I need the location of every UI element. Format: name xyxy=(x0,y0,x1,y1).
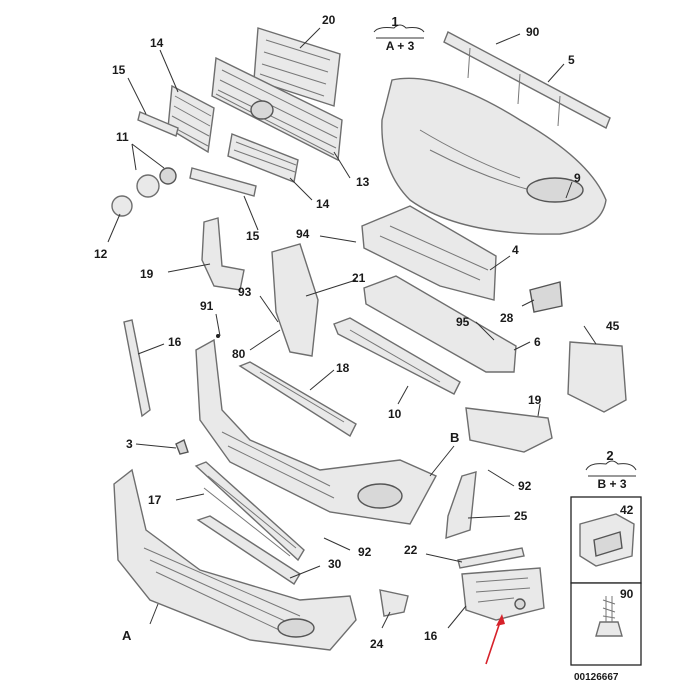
callout-4: 4 xyxy=(512,243,519,257)
callout-2: 2 xyxy=(606,448,613,463)
callout-B: B xyxy=(450,430,459,445)
part-45-shield xyxy=(567,341,627,413)
callout-12: 12 xyxy=(94,247,108,261)
part-14-lower-grille xyxy=(227,133,299,183)
callout-2-group: B + 3 xyxy=(597,477,626,491)
callout-45: 45 xyxy=(606,319,620,333)
group-bracket-2 xyxy=(585,460,637,471)
callout-5: 5 xyxy=(568,53,575,67)
part-15-strip-lower xyxy=(189,167,257,197)
callout-28: 28 xyxy=(500,311,514,325)
callout-90-box: 90 xyxy=(620,587,634,601)
callout-92-right: 92 xyxy=(518,479,532,493)
callout-80: 80 xyxy=(232,347,246,361)
callout-1-group: A + 3 xyxy=(386,39,415,53)
part-11-emblem xyxy=(136,167,177,198)
callout-16-right: 16 xyxy=(424,629,438,643)
part-6-reinforcement xyxy=(363,275,517,373)
group-bracket-1 xyxy=(373,24,425,33)
part-21-side-bracket xyxy=(271,243,319,357)
callout-15-mid: 15 xyxy=(246,229,260,243)
part-19-right-bracket xyxy=(465,407,553,453)
part-19-left-bracket xyxy=(201,217,245,291)
callout-10: 10 xyxy=(388,407,402,421)
highlight-arrow xyxy=(485,614,505,665)
callout-14-top: 14 xyxy=(150,36,164,50)
reference-code: 00126667 xyxy=(574,672,619,683)
part-16-fog-bezel xyxy=(461,567,545,621)
callout-11: 11 xyxy=(116,130,129,144)
callout-19-right: 19 xyxy=(528,393,542,407)
part-5-upper-beam xyxy=(443,31,611,129)
callout-19-left: 19 xyxy=(140,267,154,281)
callout-16-left: 16 xyxy=(168,335,182,349)
callout-30: 30 xyxy=(328,557,342,571)
callout-13: 13 xyxy=(356,175,370,189)
legend-box-42 xyxy=(570,496,642,584)
callout-A: A xyxy=(122,628,132,643)
callout-24: 24 xyxy=(370,637,384,651)
callout-94: 94 xyxy=(296,227,310,241)
part-13-main-grille xyxy=(211,56,343,162)
part-91-clip xyxy=(216,334,220,338)
callout-42: 42 xyxy=(620,503,634,517)
part-16-left-trim xyxy=(123,319,151,418)
callout-20: 20 xyxy=(322,13,336,27)
part-12-bracket xyxy=(111,195,133,217)
part-4-absorber xyxy=(361,205,497,301)
part-24-cover xyxy=(379,589,409,617)
part-B-bumper-cover xyxy=(195,338,437,525)
part-9-upper-bumper xyxy=(381,77,607,235)
part-A-lower-bumper xyxy=(113,468,357,651)
part-18-center-grille xyxy=(238,361,357,438)
part-25-bracket xyxy=(445,471,477,540)
part-22-strip xyxy=(457,547,525,569)
callout-93: 93 xyxy=(238,285,252,299)
callout-25: 25 xyxy=(514,509,528,523)
callout-9: 9 xyxy=(574,171,581,185)
callout-21: 21 xyxy=(352,271,366,285)
leader-lines xyxy=(107,27,597,629)
callout-91: 91 xyxy=(200,299,214,313)
callout-3: 3 xyxy=(126,437,133,451)
callout-90-top: 90 xyxy=(526,25,540,39)
callout-1: 1 xyxy=(391,14,398,29)
callout-22: 22 xyxy=(404,543,418,557)
callout-15-top: 15 xyxy=(112,63,126,77)
callout-95: 95 xyxy=(456,315,470,329)
callout-6: 6 xyxy=(534,335,541,349)
part-14-grille-left xyxy=(167,84,215,154)
callout-labels: 1 A + 3 2 B + 3 3 4 5 6 9 10 11 12 13 14… xyxy=(94,13,634,683)
part-28-clip xyxy=(529,281,563,313)
part-17-lower-grille xyxy=(194,461,305,562)
legend-box-90 xyxy=(570,582,642,666)
callout-17: 17 xyxy=(148,493,162,507)
callout-14-mid: 14 xyxy=(316,197,330,211)
callout-18: 18 xyxy=(336,361,350,375)
part-3-clip xyxy=(175,439,189,455)
callout-92-bottom: 92 xyxy=(358,545,372,559)
part-10-energy-absorber xyxy=(333,317,461,395)
part-15-strip-upper xyxy=(137,111,179,137)
